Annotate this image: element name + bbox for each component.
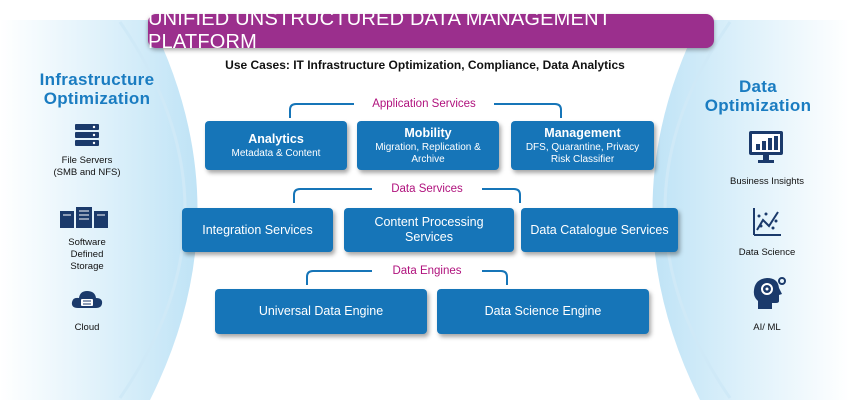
- data-optimization-title: Data Optimization: [678, 77, 838, 115]
- cloud-label: Cloud: [74, 322, 100, 333]
- data-engines-label: Data Engines: [372, 265, 482, 277]
- analytics-box: Analytics Metadata & Content: [205, 121, 347, 170]
- left-title-line2: Optimization: [43, 89, 151, 108]
- mobility-title: Mobility: [404, 125, 452, 140]
- management-sub1: DFS, Quarantine, Privacy: [525, 141, 640, 153]
- integration-services-text: Integration Services: [202, 222, 313, 237]
- management-box: Management DFS, Quarantine, Privacy Risk…: [511, 121, 654, 170]
- data-catalogue-services-box: Data Catalogue Services: [521, 208, 678, 252]
- data-science-engine-text: Data Science Engine: [484, 304, 602, 318]
- infrastructure-optimization-title: Infrastructure Optimization: [22, 70, 172, 108]
- use-cases-line: Use Cases: IT Infrastructure Optimizatio…: [225, 58, 625, 72]
- universal-data-engine-box: Universal Data Engine: [215, 289, 427, 334]
- content-processing-line2: Services: [405, 230, 453, 244]
- right-title-line1: Data: [738, 77, 778, 96]
- ai-ml-label: AI/ ML: [753, 322, 781, 333]
- management-sub2: Risk Classifier: [550, 153, 615, 165]
- right-wash: [652, 20, 850, 400]
- file-servers-line1: File Servers: [61, 155, 113, 166]
- analytics-sub: Metadata & Content: [231, 147, 321, 159]
- mobility-sub2: Archive: [411, 153, 445, 165]
- management-title: Management: [544, 125, 621, 140]
- data-catalogue-services-text: Data Catalogue Services: [530, 222, 669, 237]
- file-servers-line2: (SMB and NFS): [53, 167, 121, 178]
- right-title-line2: Optimization: [704, 96, 812, 115]
- left-wash: [0, 20, 198, 400]
- data-science-label: Data Science: [738, 247, 796, 258]
- business-insights-label: Business Insights: [730, 176, 804, 187]
- sds-line2: Defined: [70, 249, 104, 260]
- server-stack-icon: [75, 124, 99, 146]
- file-servers-label: File Servers (SMB and NFS): [32, 155, 142, 179]
- page-title: UNIFIED UNSTRUCTURED DATA MANAGEMENT PLA…: [148, 8, 714, 53]
- analytics-title: Analytics: [248, 131, 304, 146]
- monitor-chart-icon: [749, 131, 783, 163]
- scatter-chart-icon: [753, 208, 781, 236]
- integration-services-box: Integration Services: [182, 208, 333, 252]
- sds-line3: Storage: [70, 261, 104, 272]
- sds-line1: Software: [68, 237, 106, 248]
- left-title-line1: Infrastructure: [39, 70, 155, 89]
- data-center-icon: [60, 207, 108, 228]
- application-services-label: Application Services: [354, 98, 494, 110]
- universal-data-engine-text: Universal Data Engine: [258, 304, 384, 318]
- software-defined-storage-label: Software Defined Storage: [32, 237, 142, 273]
- content-processing-services-box: Content Processing Services: [344, 208, 514, 252]
- ai-head-icon: [753, 277, 786, 309]
- cloud-icon: [71, 291, 103, 308]
- data-science-engine-box: Data Science Engine: [437, 289, 649, 334]
- content-processing-line1: Content Processing: [374, 215, 484, 229]
- data-services-label: Data Services: [372, 183, 482, 195]
- mobility-sub1: Migration, Replication &: [375, 141, 481, 153]
- mobility-box: Mobility Migration, Replication & Archiv…: [357, 121, 499, 170]
